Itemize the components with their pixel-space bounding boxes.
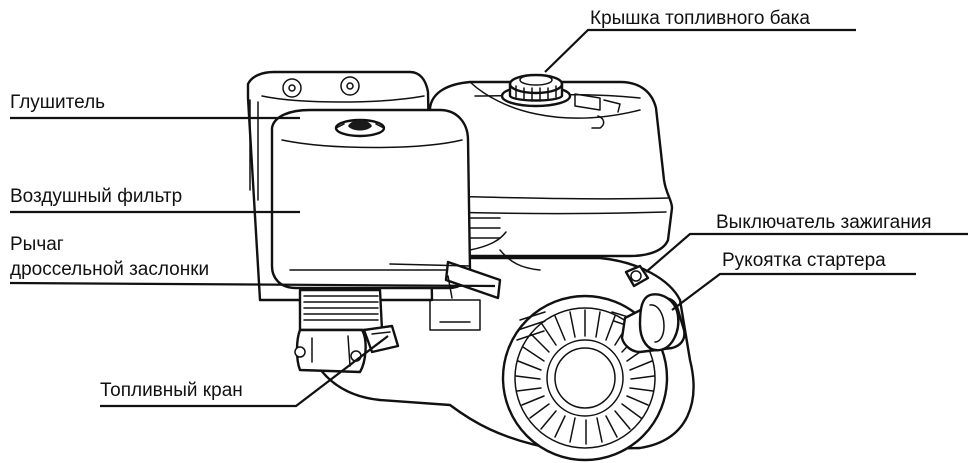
svg-text:Крышка топливного бака: Крышка топливного бака <box>590 8 810 29</box>
fuel-cap-drawing <box>500 73 572 108</box>
carburetor <box>294 288 400 374</box>
label-fuel-cap: Крышка топливного бака <box>544 8 856 73</box>
starter-handle-drawing <box>620 293 686 354</box>
svg-text:Глушитель: Глушитель <box>10 92 105 113</box>
label-fuel-valve: Топливный кран <box>100 335 389 408</box>
svg-text:Топливный кран: Топливный кран <box>100 380 243 401</box>
air-filter-drawing <box>270 108 472 290</box>
label-ignition-switch: Выключатель зажигания <box>645 212 968 273</box>
label-throttle-lever: Рычаг дроссельной заслонки <box>9 234 496 288</box>
svg-text:Рукоятка стартера: Рукоятка стартера <box>722 250 886 271</box>
svg-text:Рычаг: Рычаг <box>10 234 64 255</box>
svg-text:Выключатель зажигания: Выключатель зажигания <box>716 212 932 233</box>
svg-text:Воздушный фильтр: Воздушный фильтр <box>10 186 182 207</box>
engine-illustration <box>246 70 695 462</box>
throttle-lever-drawing <box>389 231 507 300</box>
label-starter-handle: Рукоятка стартера <box>671 250 916 311</box>
fuel-tank <box>428 80 674 258</box>
svg-text:дроссельной заслонки: дроссельной заслонки <box>10 259 209 280</box>
ignition-switch-drawing <box>624 264 650 288</box>
label-air-filter: Воздушный фильтр <box>10 186 300 214</box>
cylinder <box>469 217 541 271</box>
label-muffler: Глушитель <box>10 92 300 120</box>
